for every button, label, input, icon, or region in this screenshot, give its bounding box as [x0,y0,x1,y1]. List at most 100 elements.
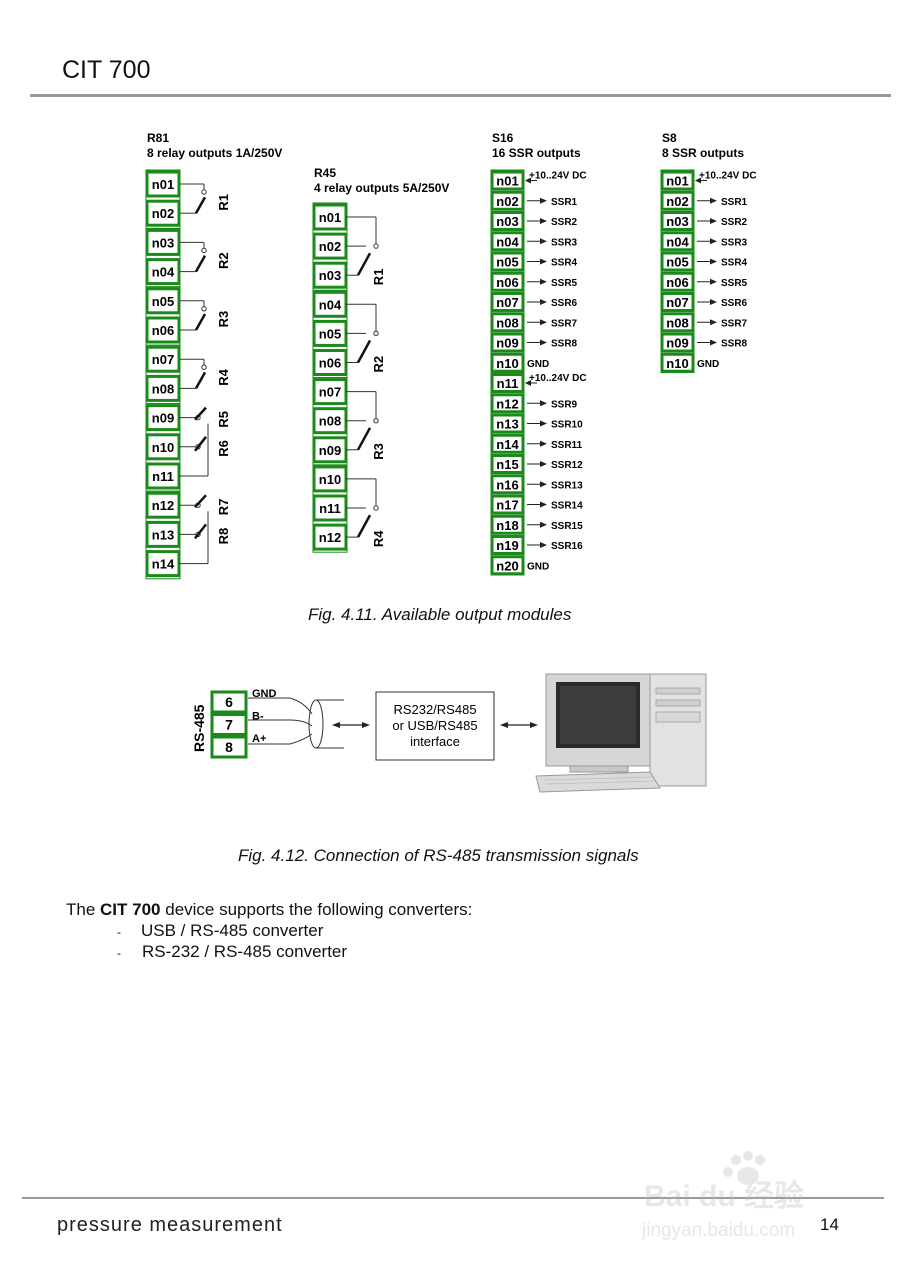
terminal-label: n11 [319,501,341,516]
arrow-icon [710,278,717,285]
output-label: SSR3 [551,237,578,248]
page-number: 14 [820,1215,839,1234]
terminal-box [490,352,525,373]
terminal-label: n16 [496,477,518,492]
relay-label: R8 [216,528,231,545]
terminal-box [312,523,348,551]
output-label: SSR16 [551,541,583,552]
terminal-label: n01 [319,210,341,225]
arrow-icon [540,542,547,548]
list-item: -RS-232 / RS-485 converter [117,942,347,962]
arrow-icon [540,461,547,467]
terminal-label: n05 [319,326,341,341]
terminal-label: n11 [152,469,174,484]
signal-label: B- [252,711,264,723]
terminal-label: n03 [152,235,174,250]
terminal-box [490,170,525,191]
terminal-label: n01 [496,174,518,189]
terminal-box [490,555,525,576]
terminal-box [660,292,695,312]
arrow-icon [540,400,547,407]
terminal-group [145,490,181,580]
terminal-label: n11 [497,376,519,391]
module-subtitle: 4 relay outputs 5A/250V [314,181,449,195]
arrow-icon [710,218,717,224]
terminal-label: n10 [496,356,518,371]
terminal-box [490,433,525,454]
arrow-icon [540,258,547,265]
output-label: SSR5 [551,278,578,289]
terminal-box [210,690,248,714]
rs485-port-label: RS-485 [191,704,207,752]
output-label: SSR1 [721,197,748,208]
terminal-box [490,332,525,353]
terminal-box [145,258,181,286]
terminal-box [145,287,181,315]
arrow-icon [540,299,547,305]
gnd-label: GND [527,359,549,370]
terminal-label: n12 [152,498,174,513]
intro-paragraph: The CIT 700 device supports the followin… [66,900,472,920]
switch-blade [194,436,207,452]
terminal-group [490,372,525,576]
terminal-label: n04 [666,234,689,249]
terminal-box [660,170,695,191]
arrow-icon [525,177,531,184]
contact [201,306,207,312]
intro-text: device supports the following converters… [160,900,473,919]
terminal-box [490,312,525,333]
double-arrow-icon [500,722,538,728]
terminal-label: n10 [152,440,174,455]
terminal-box [490,190,525,211]
terminal-label: 6 [225,694,233,710]
terminal-label: n04 [496,234,519,249]
terminal-label: n06 [666,275,688,290]
contact [373,330,379,337]
output-label: SSR7 [721,318,748,329]
output-label: SSR3 [721,237,748,248]
terminal-box [660,271,695,292]
terminal-label: n09 [666,336,688,351]
terminal-label: n03 [666,214,688,229]
footer-tagline: pressure measurement [57,1214,283,1236]
contact [373,243,379,249]
module-title: R81 [147,131,169,145]
relay-label: R3 [371,443,386,460]
terminal-box [145,316,181,344]
output-label: SSR10 [551,420,583,431]
relay-label: R3 [216,311,231,328]
terminal-label: n03 [496,214,518,229]
relay-label: R6 [216,440,231,457]
output-label: SSR8 [721,339,748,350]
terminal-label: n06 [152,323,174,338]
page-title: CIT 700 [62,56,151,84]
output-label: SSR6 [551,298,578,309]
terminal-box [312,378,348,406]
terminal-label: 7 [225,717,233,733]
terminal-box [145,374,181,402]
module-subtitle: 8 SSR outputs [662,146,744,160]
arrow-icon [540,238,547,245]
output-label: SSR12 [551,460,583,471]
watermark-logo: Bai du 经验 jingyan.baidu.com [641,1151,804,1241]
terminal-label: n07 [496,295,518,310]
computer-icon [535,673,707,793]
arrow-icon [540,420,547,427]
switch-blade [194,523,207,540]
terminal-box [312,349,348,376]
footer-divider [22,1197,884,1199]
terminal-label: n07 [666,295,688,310]
bullet-dash: - [117,924,121,939]
arrow-icon [540,319,547,326]
arrow-icon [710,197,717,204]
output-label: SSR8 [551,339,578,350]
terminal-box [660,332,695,353]
contact [201,189,207,195]
terminal-label: 8 [225,739,233,755]
arrow-icon [710,319,717,326]
terminal-label: n14 [152,557,175,572]
terminal-label: n02 [152,206,174,221]
output-label: SSR7 [551,318,578,329]
terminal-box [490,474,525,495]
